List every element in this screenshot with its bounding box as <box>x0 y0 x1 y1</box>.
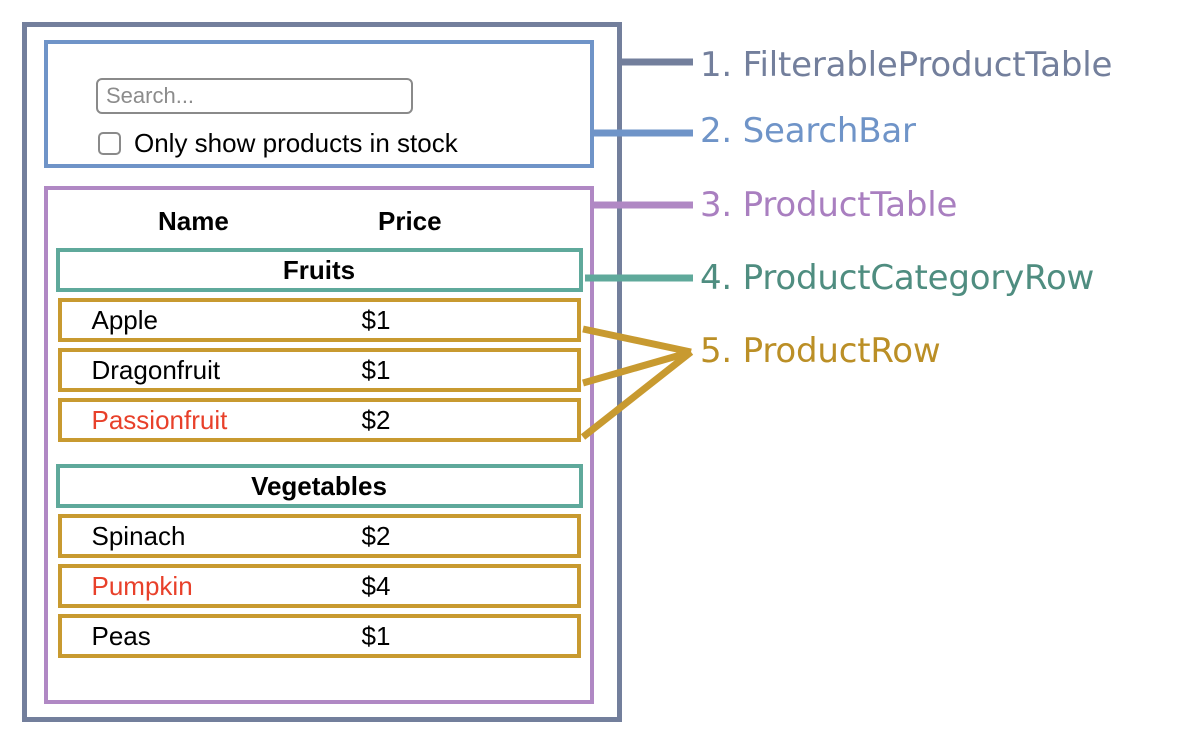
product-row[interactable]: Apple $1 <box>57 298 581 342</box>
product-name: Pumpkin <box>91 570 193 601</box>
product-table-frame: Name Price Fruits Apple $1 Dragonfruit $… <box>44 186 594 704</box>
stock-filter-row[interactable]: Only show products in stock <box>98 130 458 156</box>
product-name: Apple <box>91 304 159 335</box>
column-header-price: Price <box>378 205 442 236</box>
product-row[interactable]: Dragonfruit $1 <box>57 348 581 392</box>
product-name: Dragonfruit <box>91 354 221 385</box>
legend-item-product-row: 5. ProductRow <box>700 331 941 371</box>
search-bar-frame: Only show products in stock <box>44 40 594 168</box>
legend-item-product-table: 3. ProductTable <box>700 185 958 225</box>
product-name: Passionfruit <box>91 404 228 435</box>
product-name: Peas <box>91 620 151 651</box>
product-price: $1 <box>361 304 391 335</box>
product-price: $1 <box>361 354 391 385</box>
product-price: $4 <box>361 570 391 601</box>
column-header-name: Name <box>158 205 229 236</box>
product-row[interactable]: Passionfruit $2 <box>57 398 581 442</box>
search-input[interactable] <box>96 78 413 114</box>
product-row[interactable]: Pumpkin $4 <box>57 564 581 608</box>
product-row[interactable]: Peas $1 <box>57 614 581 658</box>
product-rows-area: Fruits Apple $1 Dragonfruit $1 Passionfr… <box>48 248 590 664</box>
product-category-row: Fruits <box>55 248 583 292</box>
product-price: $2 <box>361 520 391 551</box>
legend-item-search-bar: 2. SearchBar <box>700 111 916 151</box>
only-in-stock-checkbox[interactable] <box>98 131 121 155</box>
product-price: $2 <box>361 404 391 435</box>
product-row[interactable]: Spinach $2 <box>57 514 581 558</box>
legend-item-product-category-row: 4. ProductCategoryRow <box>700 258 1095 298</box>
product-name: Spinach <box>91 520 186 551</box>
only-in-stock-label: Only show products in stock <box>134 128 458 158</box>
product-price: $1 <box>361 620 391 651</box>
product-table-header: Name Price <box>48 200 590 242</box>
product-category-row: Vegetables <box>55 464 583 508</box>
legend-item-filterable-product-table: 1. FilterableProductTable <box>700 45 1113 85</box>
